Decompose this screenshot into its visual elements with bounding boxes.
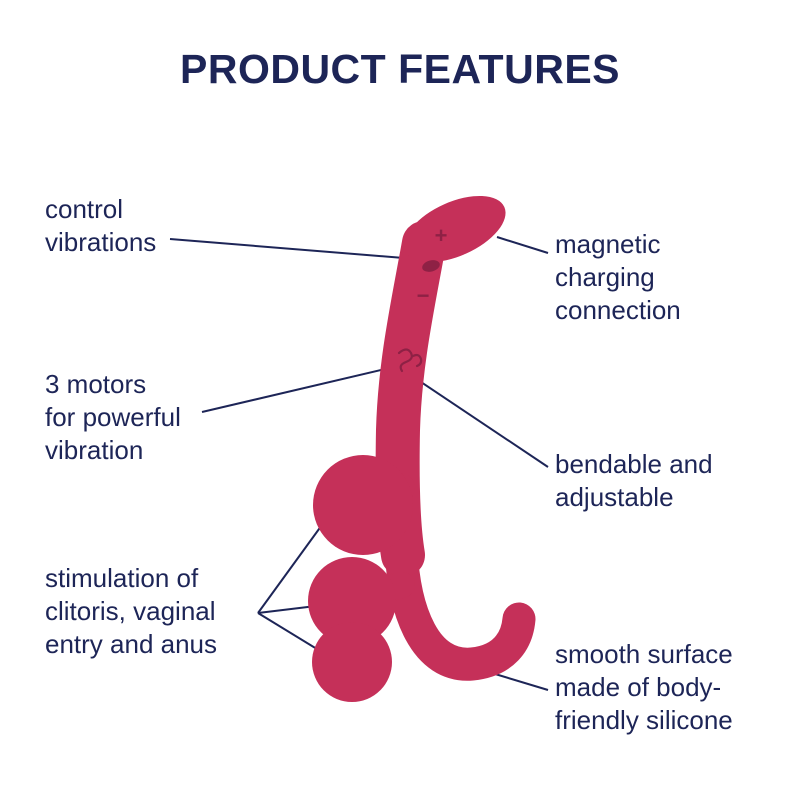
callout-text-line: friendly silicone <box>555 705 733 735</box>
device-illustration: + − <box>308 195 536 702</box>
connector-stimulation-top-ball <box>257 517 328 614</box>
connector-control-vibrations <box>169 238 417 260</box>
callout-stimulation: stimulation of clitoris, vaginal entry a… <box>45 562 217 661</box>
callout-text-line: adjustable <box>555 482 674 512</box>
plus-button-symbol: + <box>435 223 448 248</box>
callout-text-line: control <box>45 194 124 224</box>
callout-magnetic-charging: magnetic charging connection <box>555 228 681 327</box>
connector-three-motors <box>201 365 399 413</box>
callout-three-motors: 3 motors for powerful vibration <box>45 368 181 467</box>
callout-text-line: connection <box>555 295 681 325</box>
callout-text-line: charging <box>555 262 655 292</box>
device-ball-bottom <box>312 622 392 702</box>
connector-stimulation-middle-ball <box>257 605 317 614</box>
power-button <box>422 260 440 272</box>
callout-text-line: entry and anus <box>45 629 218 659</box>
callout-text-line: stimulation of <box>45 563 199 593</box>
connector-bendable <box>414 377 549 468</box>
device-head <box>404 195 506 263</box>
callout-smooth-surface: smooth surface made of body- friendly si… <box>555 638 733 737</box>
callout-text-line: vibration <box>45 435 144 465</box>
page-title: PRODUCT FEATURES <box>179 46 621 92</box>
callout-text-line: bendable and <box>555 449 713 479</box>
callout-text-line: smooth surface <box>555 639 733 669</box>
callout-text-line: magnetic <box>555 229 661 259</box>
connector-magnetic-charging <box>496 236 549 254</box>
callout-text-line: made of body- <box>555 672 722 702</box>
device-ball-middle <box>308 557 396 645</box>
brand-logo-mark <box>397 348 423 373</box>
device-ball-top <box>313 455 413 555</box>
callout-text-line: 3 motors <box>45 369 147 399</box>
callout-control-vibrations: control vibrations <box>45 193 156 259</box>
callout-text-line: clitoris, vaginal <box>45 596 216 626</box>
minus-button-symbol: − <box>417 283 430 308</box>
callout-text-line: for powerful <box>45 402 181 432</box>
callout-text-line: vibrations <box>45 227 157 257</box>
callout-bendable: bendable and adjustable <box>555 448 713 514</box>
